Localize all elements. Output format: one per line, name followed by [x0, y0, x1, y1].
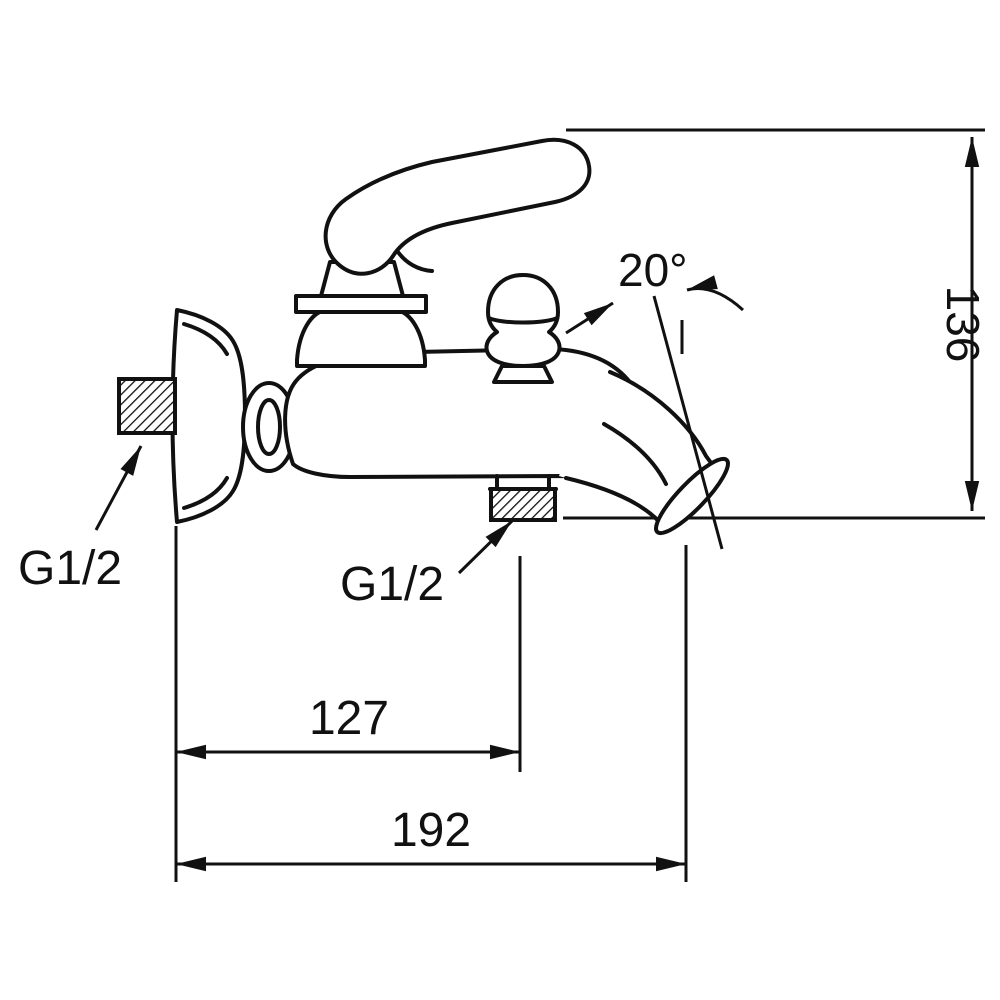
dimension-width-192: 192	[176, 545, 688, 882]
outlet-leader-arrow	[457, 519, 514, 575]
outlet-thread-label: G1/2	[340, 558, 444, 611]
spout-tip-flange	[654, 456, 730, 536]
faucet-outline-group	[117, 137, 730, 536]
width-127-label: 127	[309, 692, 389, 745]
mounting-nut-inner	[256, 398, 282, 456]
handle-dome	[295, 308, 427, 368]
handle-bonnet-flange	[294, 294, 428, 314]
wall-flange	[170, 308, 247, 524]
diverter-knob-base	[492, 364, 554, 384]
spout-outer-edge	[608, 370, 719, 473]
inlet-thread-label: G1/2	[18, 542, 122, 595]
handle-lever	[323, 137, 592, 276]
angle-reference-line	[652, 295, 724, 550]
width-192-label: 192	[391, 804, 471, 857]
inlet-thread	[117, 377, 177, 435]
dimension-height-136: 136	[566, 128, 989, 511]
angle-arc-arrow-right	[686, 275, 745, 312]
inlet-leader-arrow	[94, 445, 143, 531]
spout-contour	[602, 422, 668, 486]
angle-leader-arrow-left	[565, 301, 614, 335]
angle-annotation: 20°	[565, 244, 745, 550]
wall-flange-contour	[182, 322, 229, 510]
inlet-thread-callout: G1/2	[18, 445, 143, 595]
angle-label: 20°	[618, 244, 688, 296]
diverter-knob-partline	[487, 316, 559, 325]
outlet-thread	[489, 487, 557, 522]
dimension-width-127: 127	[174, 526, 522, 882]
outlet-thread-callout: G1/2	[340, 519, 514, 611]
height-dimension-label: 136	[937, 286, 989, 363]
handle-detail-line	[396, 250, 434, 273]
